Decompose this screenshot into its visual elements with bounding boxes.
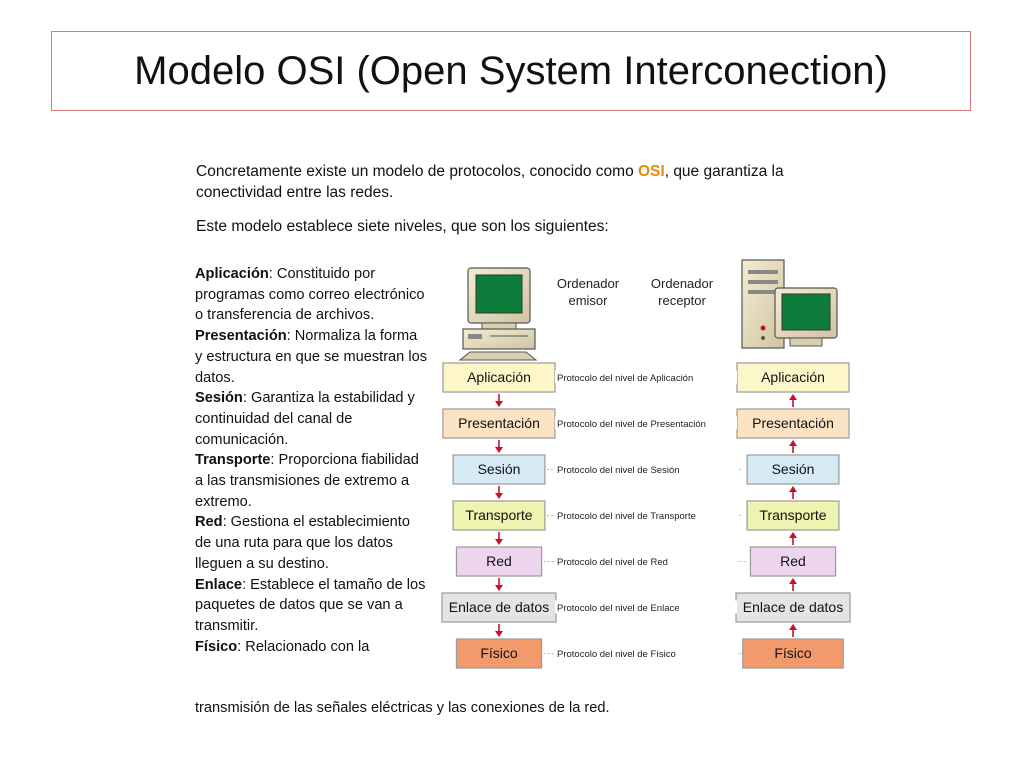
definition-term: Enlace [195, 576, 243, 593]
sender-layer-box-3 [452, 500, 546, 531]
receiver-layer-box-0 [736, 362, 850, 393]
sender-down-arrowhead-4 [495, 585, 503, 591]
protocol-label-bg-6 [555, 646, 737, 660]
receiver-label-line2: receptor [658, 293, 706, 308]
sender-down-arrowhead-1 [495, 447, 503, 453]
receiver-layer-label-3: Transporte [759, 507, 826, 523]
receiver-layer-label-2: Sesión [772, 461, 815, 477]
receiver-layer-box-4 [749, 546, 837, 577]
sender-down-arrowhead-3 [495, 539, 503, 545]
layer-definitions: Aplicación: Constituido por programas co… [195, 264, 427, 657]
intro-text: Concretamente existe un modelo de protoc… [196, 161, 856, 250]
sender-layer-box-2 [452, 454, 546, 485]
protocol-label-bg-4 [555, 554, 737, 568]
receiver-up-arrowhead-4 [789, 578, 797, 584]
definition-term: Transporte [195, 452, 271, 469]
protocol-label-4: Protocolo del nivel de Red [557, 557, 668, 568]
sender-layer-box-0 [442, 362, 556, 393]
definition-text: : Establece el tamaño de los paquetes de… [195, 576, 426, 634]
protocol-label-0: Protocolo del nivel de Aplicación [557, 373, 693, 384]
sender-label-line2: emisor [568, 293, 608, 308]
receiver-up-arrowhead-3 [789, 532, 797, 538]
receiver-layer-label-0: Aplicación [761, 369, 825, 385]
definition-aplicacion: Aplicación: Constituido por programas co… [195, 264, 427, 326]
sender-layer-box-4 [455, 546, 543, 577]
protocol-label-bg-2 [555, 462, 737, 476]
sender-layer-box-1 [442, 408, 556, 439]
definition-text: : Normaliza la forma y estructura en que… [195, 328, 427, 386]
sender-layer-label-5: Enlace de datos [449, 599, 549, 615]
receiver-layer-box-2 [746, 454, 840, 485]
sender-label-line1: Ordenador [557, 276, 620, 291]
receiver-layer-label-4: Red [780, 553, 806, 569]
sender-down-arrowhead-2 [495, 493, 503, 499]
definition-term: Sesión [195, 390, 243, 407]
sender-layer-label-2: Sesión [478, 461, 521, 477]
definition-transporte: Transporte: Proporciona fiabilidad a las… [195, 450, 427, 512]
receiver-layer-box-3 [746, 500, 840, 531]
definition-text: : Constituido por programas como correo … [195, 266, 425, 324]
definition-text: : Garantiza la estabilidad y continuidad… [195, 390, 415, 448]
sender-layer-label-3: Transporte [465, 507, 532, 523]
receiver-up-arrowhead-0 [789, 394, 797, 400]
sender-layer-label-6: Físico [480, 645, 518, 661]
sender-down-arrowhead-0 [495, 401, 503, 407]
receiver-layer-label-5: Enlace de datos [743, 599, 843, 615]
protocol-label-3: Protocolo del nivel de Transporte [557, 511, 696, 522]
sender-layer-box-6 [455, 638, 543, 669]
receiver-up-arrowhead-1 [789, 440, 797, 446]
title-box: Modelo OSI (Open System Interconection) [51, 31, 971, 111]
protocol-label-5: Protocolo del nivel de Enlace [557, 603, 680, 614]
receiver-up-arrowhead-5 [789, 624, 797, 630]
receiver-layer-box-5 [735, 592, 851, 623]
intro-text-part: , que garantiza la conectividad entre la… [196, 163, 784, 201]
sender-computer-icon [458, 267, 538, 361]
definition-sesion: Sesión: Garantiza la estabilidad y conti… [195, 388, 427, 450]
intro-text-part: Concretamente existe un modelo de protoc… [196, 163, 638, 180]
protocol-label-bg-0 [555, 370, 737, 384]
osi-highlight: OSI [638, 163, 665, 180]
intro-paragraph-1: Concretamente existe un modelo de protoc… [196, 161, 856, 203]
protocol-label-bg-3 [555, 508, 737, 522]
receiver-layer-label-6: Físico [774, 645, 812, 661]
definition-enlace: Enlace: Establece el tamaño de los paque… [195, 575, 427, 637]
protocol-label-1: Protocolo del nivel de Presentación [557, 419, 706, 430]
protocol-label-bg-1 [555, 416, 737, 430]
protocol-label-2: Protocolo del nivel de Sesión [557, 465, 680, 476]
sender-layer-label-1: Presentación [458, 415, 540, 431]
page-title: Modelo OSI (Open System Interconection) [134, 48, 888, 93]
sender-layer-label-0: Aplicación [467, 369, 531, 385]
definition-text: : Proporciona fiabilidad a las transmisi… [195, 452, 419, 510]
definition-text: : Relacionado con la [237, 638, 370, 655]
definition-term: Presentación [195, 328, 287, 345]
receiver-layer-label-1: Presentación [752, 415, 834, 431]
sender-layer-label-4: Red [486, 553, 512, 569]
definition-term: Físico [195, 638, 238, 655]
definition-presentacion: Presentación: Normaliza la forma y estru… [195, 326, 427, 388]
definition-term: Aplicación [195, 266, 269, 282]
receiver-computer-icon [741, 259, 838, 349]
receiver-label-line1: Ordenador [651, 276, 714, 291]
closing-text: transmisión de las señales eléctricas y … [195, 700, 610, 716]
definition-fisico: Físico: Relacionado con la [195, 637, 427, 658]
sender-down-arrowhead-5 [495, 631, 503, 637]
definition-red: Red: Gestiona el establecimiento de una … [195, 512, 427, 574]
protocol-label-bg-5 [555, 600, 737, 614]
intro-paragraph-2: Este modelo establece siete niveles, que… [196, 218, 609, 235]
protocol-label-6: Protocolo del nivel de Físico [557, 649, 676, 660]
osi-diagram: Ordenador emisor Ordenador receptor Apli… [441, 259, 851, 669]
receiver-up-arrowhead-2 [789, 486, 797, 492]
receiver-layer-box-6 [742, 638, 844, 669]
definition-text: : Gestiona el establecimiento de una rut… [195, 514, 410, 572]
definition-term: Red [195, 514, 223, 531]
